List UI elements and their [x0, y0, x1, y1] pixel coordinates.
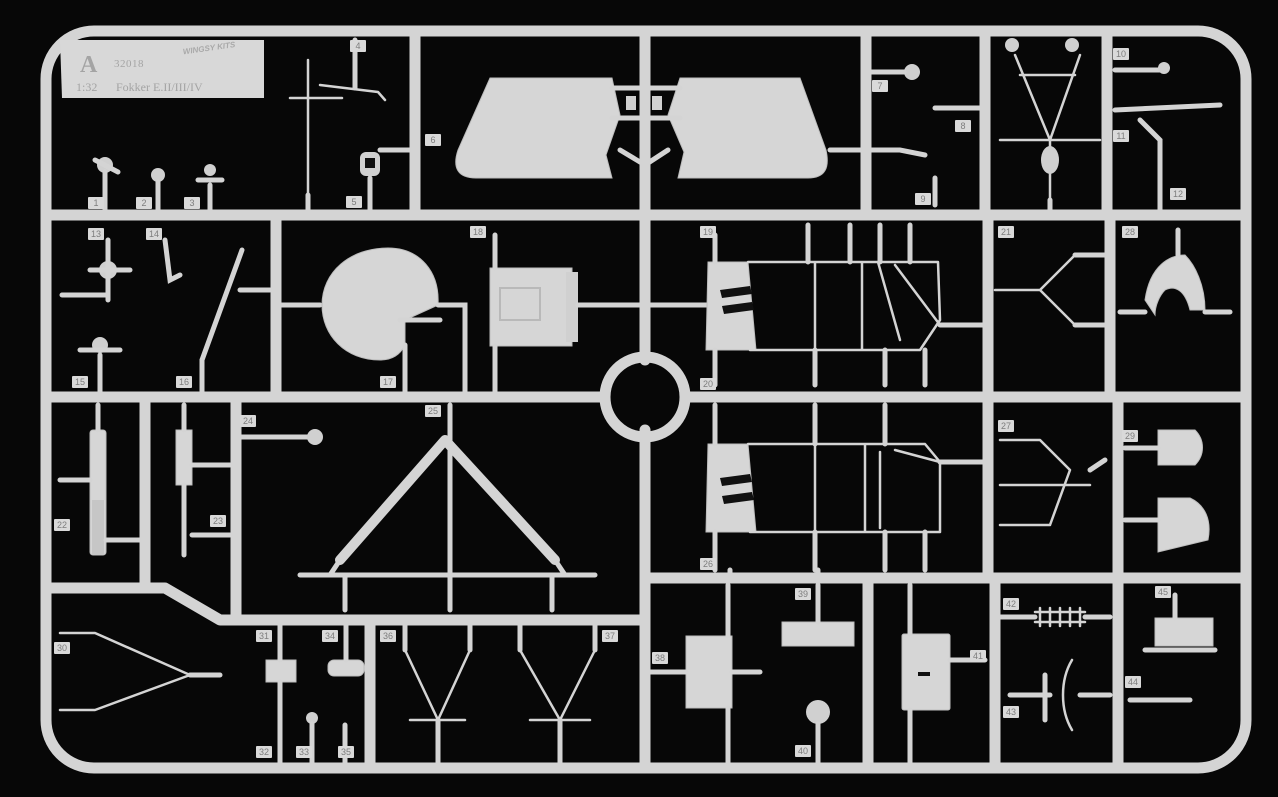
part-tag: 19	[700, 226, 716, 238]
maker-plate-text: A 32018 1:32 Fokker E.II/III/IV WINGSY K…	[62, 40, 264, 98]
part-tag: 23	[210, 515, 226, 527]
part-tag: 14	[146, 228, 162, 240]
part-tag: 28	[1122, 226, 1138, 238]
brand-logo: WINGSY KITS	[182, 40, 236, 57]
part-tag: 13	[88, 228, 104, 240]
part-tag: 18	[470, 226, 486, 238]
part-tag: 22	[54, 519, 70, 531]
part-tag: 5	[346, 196, 362, 208]
part-tag: 37	[602, 630, 618, 642]
kit-code: 32018	[114, 58, 144, 70]
part-tag: 8	[955, 120, 971, 132]
part-tag: 7	[872, 80, 888, 92]
parts-row-1	[92, 37, 1223, 213]
part-tag: 42	[1003, 598, 1019, 610]
part-tag: 38	[652, 652, 668, 664]
sprue-letter: A	[80, 52, 98, 78]
kit-model: Fokker E.II/III/IV	[116, 80, 203, 94]
part-tag: 2	[136, 197, 152, 209]
part-tag: 41	[970, 650, 986, 662]
part-tag: 4	[350, 40, 366, 52]
runner-gates	[97, 197, 1163, 771]
parts-row-4	[58, 582, 1218, 748]
part-tag: 30	[54, 642, 70, 654]
part-tag: 34	[322, 630, 338, 642]
part-tag: 39	[795, 588, 811, 600]
parts-row-3	[57, 402, 1210, 613]
part-tag: 26	[700, 558, 716, 570]
part-tag: 6	[425, 134, 441, 146]
part-tag: 31	[256, 630, 272, 642]
part-tag: 36	[380, 630, 396, 642]
part-tag: 44	[1125, 676, 1141, 688]
part-tag: 12	[1170, 188, 1186, 200]
part-tag: 29	[1122, 430, 1138, 442]
part-tag: 1	[88, 197, 104, 209]
part-tag: 35	[338, 746, 354, 758]
part-tag: 9	[915, 193, 931, 205]
part-tag: 32	[256, 746, 272, 758]
part-tag: 43	[1003, 706, 1019, 718]
part-tag: 25	[425, 405, 441, 417]
center-ring	[599, 351, 691, 443]
part-tag: 11	[1113, 130, 1129, 142]
part-tag: 27	[998, 420, 1014, 432]
parts-row-2	[59, 222, 1233, 388]
part-tag: 40	[795, 745, 811, 757]
vertical-runners	[139, 29, 1124, 774]
part-tag: 15	[72, 376, 88, 388]
part-tag: 10	[1113, 48, 1129, 60]
maker-plate	[60, 40, 264, 98]
part-tag: 45	[1155, 586, 1171, 598]
part-tag: 3	[184, 197, 200, 209]
part-tag: 16	[176, 376, 192, 388]
part-tag: 24	[240, 415, 256, 427]
part-tag: 33	[296, 746, 312, 758]
part-tag: 20	[700, 378, 716, 390]
part-tag: 17	[380, 376, 396, 388]
kit-scale: 1:32	[76, 80, 98, 94]
part-tag: 21	[998, 226, 1014, 238]
